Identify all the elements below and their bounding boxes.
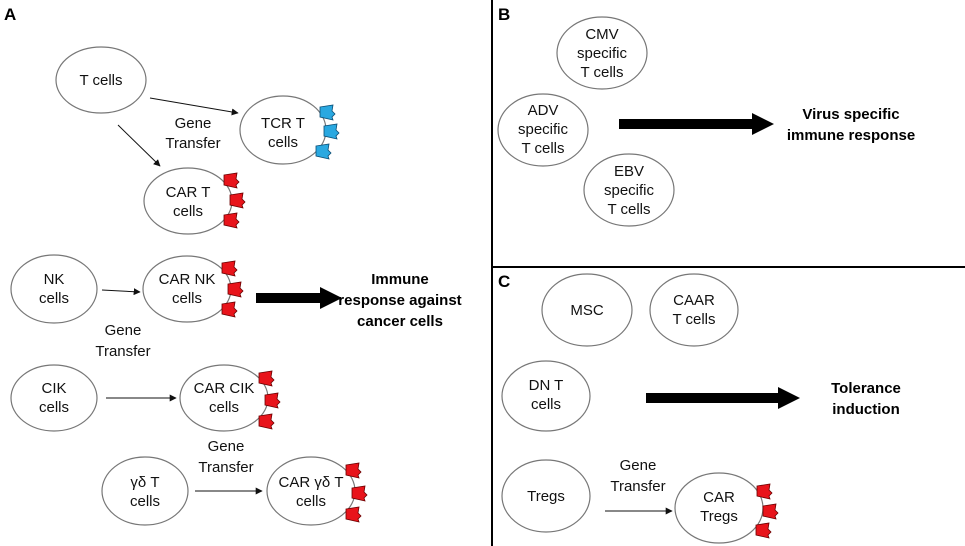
tcr-receptor-icon xyxy=(315,143,332,160)
cik-cells-label-2: cells xyxy=(39,399,69,416)
tregs-node: Tregs xyxy=(501,459,591,533)
t-to-tcr-arrow xyxy=(149,97,239,116)
car-receptor-icon xyxy=(227,281,244,298)
gene-transfer-c-line-1: Gene xyxy=(620,457,657,474)
gd-t-cells-label-2: cells xyxy=(130,493,160,510)
panel-a-letter: A xyxy=(4,5,16,24)
adv-label-2: specific xyxy=(518,121,569,138)
gene-transfer-1-line-1: Gene xyxy=(175,115,212,132)
car-receptor-icon xyxy=(221,301,238,318)
car-receptor-icon xyxy=(762,503,779,520)
car-receptor-icon xyxy=(351,485,368,502)
panel-a-outcome-line-3: cancer cells xyxy=(357,313,443,330)
car-receptor-icon xyxy=(345,462,362,479)
car-receptor-icon xyxy=(755,522,772,539)
panel-b: B CMV specific T cells ADV specific T ce… xyxy=(497,5,915,227)
ebv-label-3: T cells xyxy=(607,201,650,218)
panel-a: A T cells TCR T cells CAR T cells Gene T xyxy=(4,5,462,526)
car-gd-t-cells-node: CAR γδ T cells xyxy=(266,456,368,526)
panel-b-outcome-arrow xyxy=(619,113,774,135)
car-cik-cells-node: CAR CIK cells xyxy=(179,364,281,432)
car-t-cells-label-2: cells xyxy=(173,203,203,220)
caar-label-1: CAAR xyxy=(673,292,715,309)
t-to-car-arrow xyxy=(117,124,161,167)
car-receptor-icon xyxy=(229,192,246,209)
gene-transfer-1-line-2: Transfer xyxy=(165,135,220,152)
panel-c-outcome-line-1: Tolerance xyxy=(831,380,901,397)
car-receptor-icon xyxy=(264,392,281,409)
t-cells-node: T cells xyxy=(55,46,147,114)
panel-c: C MSC CAAR T cells DN T cells Tolerance … xyxy=(498,272,901,544)
panel-b-outcome-line-2: immune response xyxy=(787,127,915,144)
panel-b-letter: B xyxy=(498,5,510,24)
cik-cells-node: CIK cells xyxy=(10,364,98,432)
adv-label-1: ADV xyxy=(528,102,559,119)
adv-label-3: T cells xyxy=(521,140,564,157)
panel-a-outcome-line-2: response against xyxy=(338,292,461,309)
tcr-receptor-icon xyxy=(323,123,340,140)
dn-t-cells-node: DN T cells xyxy=(501,360,591,432)
tregs-label: Tregs xyxy=(527,488,565,505)
cmv-label-3: T cells xyxy=(580,64,623,81)
gene-transfer-3-line-1: Gene xyxy=(208,438,245,455)
cmv-label-2: specific xyxy=(577,45,628,62)
car-tregs-label-2: Tregs xyxy=(700,508,738,525)
panel-a-outcome-line-1: Immune xyxy=(371,271,429,288)
panel-c-letter: C xyxy=(498,272,510,291)
nk-cells-label-2: cells xyxy=(39,290,69,307)
car-tregs-node: CAR Tregs xyxy=(674,472,779,544)
car-gd-t-cells-label-1: CAR γδ T xyxy=(278,474,343,491)
gene-transfer-3-line-2: Transfer xyxy=(198,459,253,476)
car-receptor-icon xyxy=(223,172,240,189)
ebv-t-cells-node: EBV specific T cells xyxy=(583,153,675,227)
gene-transfer-c-line-2: Transfer xyxy=(610,478,665,495)
car-receptor-icon xyxy=(223,212,240,229)
tcr-t-cells-label-1: TCR T xyxy=(261,115,305,132)
adv-t-cells-node: ADV specific T cells xyxy=(497,93,589,167)
tcr-receptor-icon xyxy=(319,104,336,121)
ebv-label-1: EBV xyxy=(614,163,644,180)
panel-b-outcome-line-1: Virus specific xyxy=(802,106,899,123)
dn-t-label-2: cells xyxy=(531,396,561,413)
nk-cells-node: NK cells xyxy=(10,254,98,324)
gd-t-cells-label-1: γδ T xyxy=(130,474,159,491)
car-receptor-icon xyxy=(756,483,773,500)
panel-c-outcome-line-2: induction xyxy=(832,401,900,418)
car-receptor-icon xyxy=(258,413,275,430)
car-cik-cells-label-2: cells xyxy=(209,399,239,416)
nk-to-car-nk-arrow xyxy=(101,288,141,296)
cmv-t-cells-node: CMV specific T cells xyxy=(556,16,648,90)
car-cik-cells-label-1: CAR CIK xyxy=(194,380,255,397)
cik-cells-label-1: CIK xyxy=(41,380,66,397)
caar-t-cells-node: CAAR T cells xyxy=(649,273,739,347)
msc-node: MSC xyxy=(541,273,633,347)
cmv-label-1: CMV xyxy=(585,26,618,43)
car-gd-t-cells-label-2: cells xyxy=(296,493,326,510)
car-receptor-icon xyxy=(258,370,275,387)
car-receptor-icon xyxy=(345,506,362,523)
car-nk-cells-label-1: CAR NK xyxy=(159,271,216,288)
panel-a-outcome-arrow xyxy=(256,287,342,309)
car-t-cells-label-1: CAR T xyxy=(166,184,211,201)
msc-label: MSC xyxy=(570,302,604,319)
nk-cells-label-1: NK xyxy=(44,271,65,288)
car-receptor-icon xyxy=(221,260,238,277)
car-t-cells-node: CAR T cells xyxy=(143,167,246,235)
tcr-t-cells-node: TCR T cells xyxy=(239,95,340,165)
gene-transfer-2-line-2: Transfer xyxy=(95,343,150,360)
car-nk-cells-node: CAR NK cells xyxy=(142,255,244,323)
gd-t-cells-node: γδ T cells xyxy=(101,456,189,526)
panel-c-outcome-arrow xyxy=(646,387,800,409)
gene-transfer-2-line-1: Gene xyxy=(105,322,142,339)
dn-t-label-1: DN T xyxy=(529,377,564,394)
tcr-t-cells-label-2: cells xyxy=(268,134,298,151)
t-cells-label: T cells xyxy=(79,72,122,89)
car-tregs-label-1: CAR xyxy=(703,489,735,506)
car-nk-cells-label-2: cells xyxy=(172,290,202,307)
caar-label-2: T cells xyxy=(672,311,715,328)
ebv-label-2: specific xyxy=(604,182,655,199)
